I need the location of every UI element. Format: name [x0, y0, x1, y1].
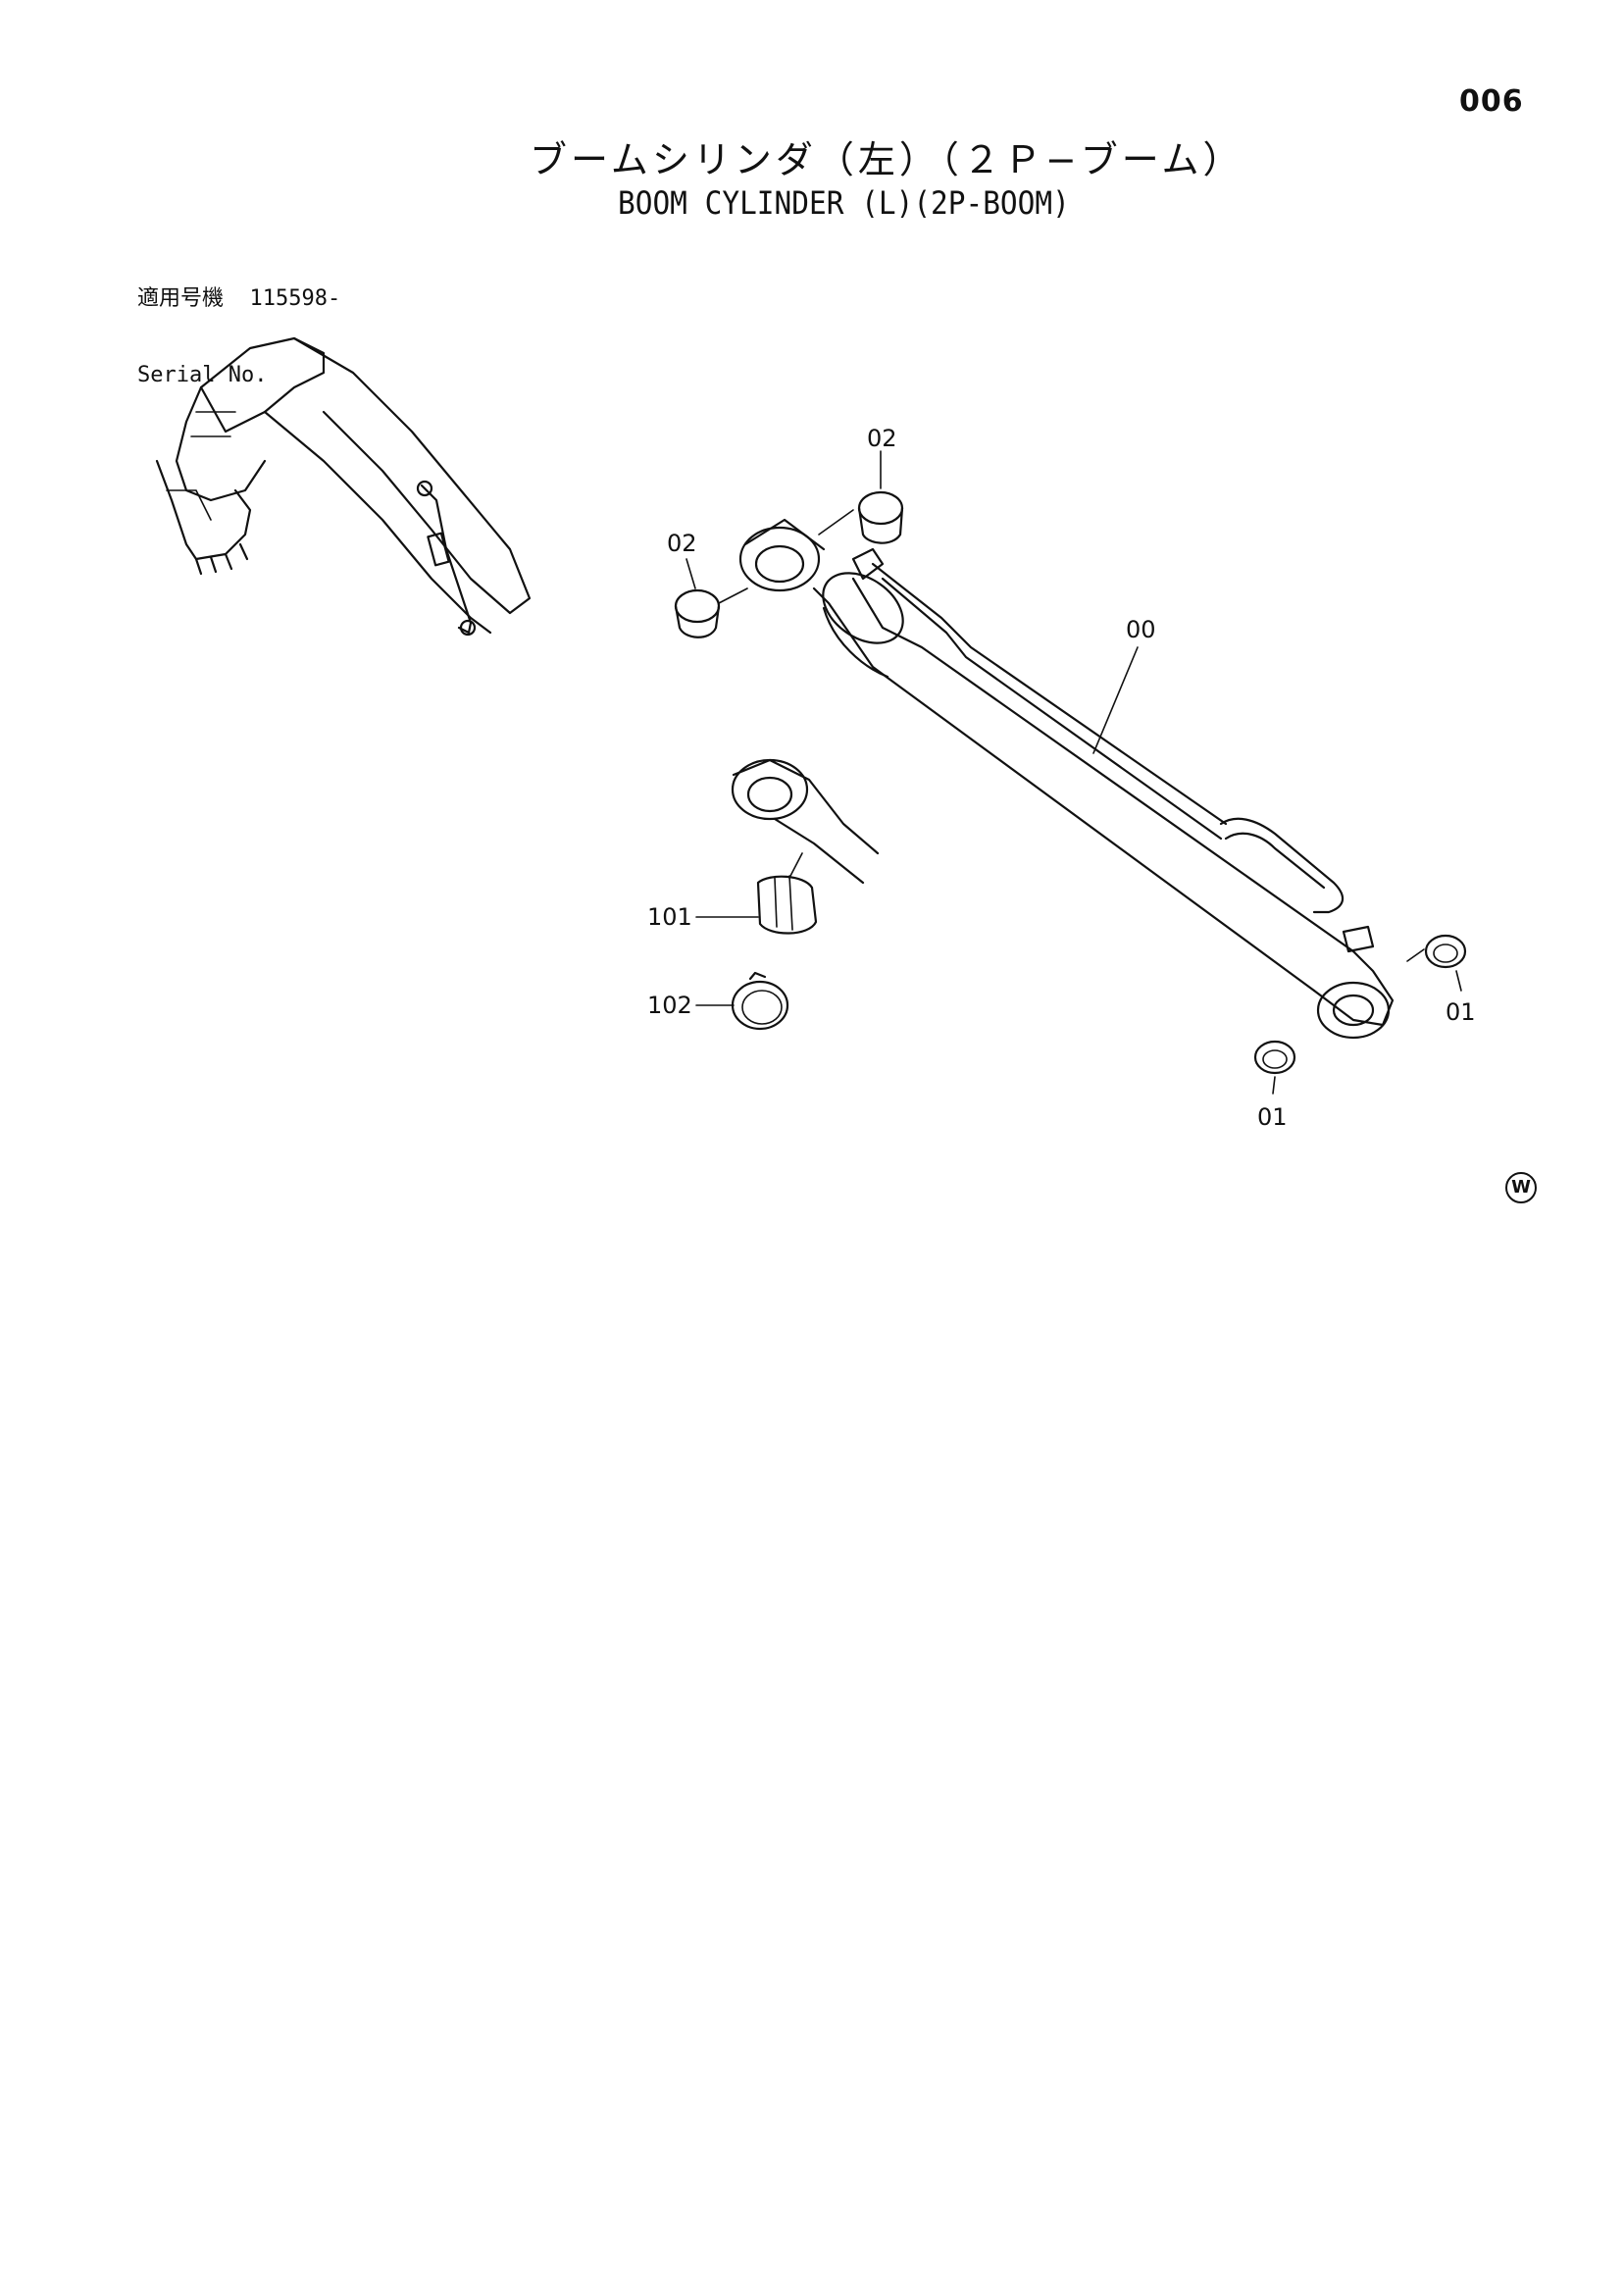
rod-end-detail [731, 758, 880, 885]
boom-cylinder-assembly [738, 518, 1395, 1040]
serial-label-en: Serial No. [137, 363, 268, 387]
excavator-overview-illustration [155, 336, 532, 637]
title-english: BOOM CYLINDER (L)(2P-BOOM) [618, 184, 1070, 222]
w-mark-circle: W [1505, 1172, 1537, 1203]
bushing-02-top [857, 490, 904, 544]
part-101-split-bushing [756, 875, 818, 935]
title-japanese: ブームシリンダ（左）（２Ｐ−ブーム） [530, 138, 1244, 181]
rod-eye-outer [738, 526, 821, 592]
bushing-02-left [674, 588, 721, 638]
bushing-01-left [1253, 1040, 1296, 1075]
bushing-01-right [1424, 934, 1467, 969]
serial-info: 適用号機 115598- Serial No. [137, 235, 340, 414]
serial-label-jp: 適用号機 [137, 286, 225, 311]
serial-value: 115598- [249, 286, 341, 311]
callout-101: 101 [647, 903, 692, 931]
callout-01-right: 01 [1446, 998, 1476, 1026]
callout-102: 102 [647, 992, 692, 1019]
leader-lines [685, 450, 1462, 1095]
callout-00: 00 [1126, 616, 1156, 643]
callout-01-left: 01 [1257, 1103, 1288, 1131]
part-102-snap-ring [731, 971, 789, 1031]
callout-02-left: 02 [667, 530, 697, 557]
callout-02-top: 02 [867, 425, 897, 452]
page-number: 006 [1459, 84, 1524, 119]
